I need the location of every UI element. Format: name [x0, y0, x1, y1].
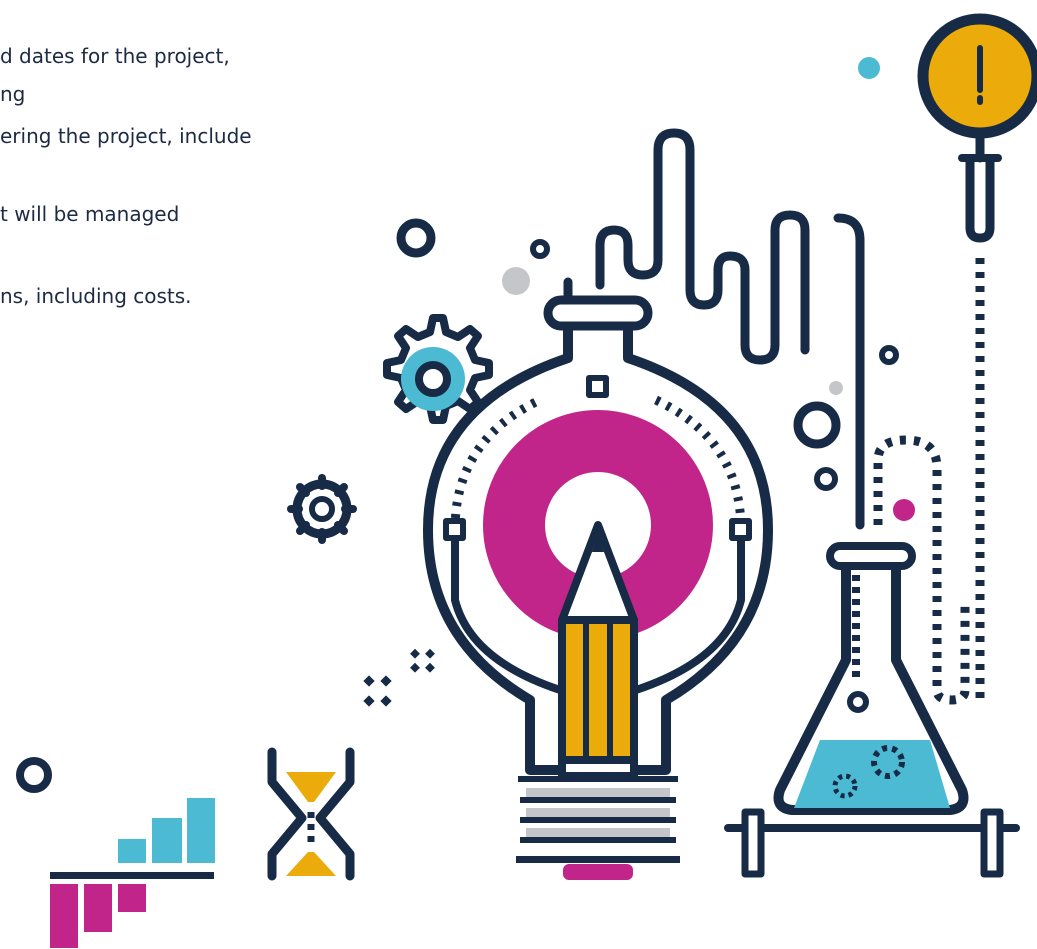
- wavy-tube: [833, 213, 865, 530]
- ring-icon: [879, 345, 899, 365]
- magenta-dot: [893, 499, 915, 521]
- text-line-5: ns, including costs.: [0, 284, 192, 308]
- pencil-icon: [558, 521, 638, 780]
- conical-flask-icon: [724, 542, 1020, 878]
- ring-icon: [16, 757, 52, 793]
- gray-dot: [829, 381, 843, 395]
- teal-dot: [858, 57, 880, 79]
- small-gear-icon: [287, 474, 357, 544]
- dotted-tube: [873, 435, 970, 705]
- text-line-3: ering the project, include: [0, 124, 252, 148]
- bar-chart-icon: [50, 798, 215, 948]
- gear-icon: [383, 314, 493, 424]
- text-line-1: d dates for the project,: [0, 44, 230, 68]
- ring-icon: [530, 239, 550, 259]
- ring-icon: [814, 467, 838, 491]
- text-line-4: t will be managed: [0, 202, 180, 226]
- ring-icon: [793, 401, 841, 449]
- sparkle-icon: [363, 648, 435, 707]
- gray-dot: [502, 267, 530, 295]
- ring-icon: [396, 218, 436, 258]
- hourglass-icon: [267, 747, 355, 881]
- text-line-2: ng: [0, 82, 26, 106]
